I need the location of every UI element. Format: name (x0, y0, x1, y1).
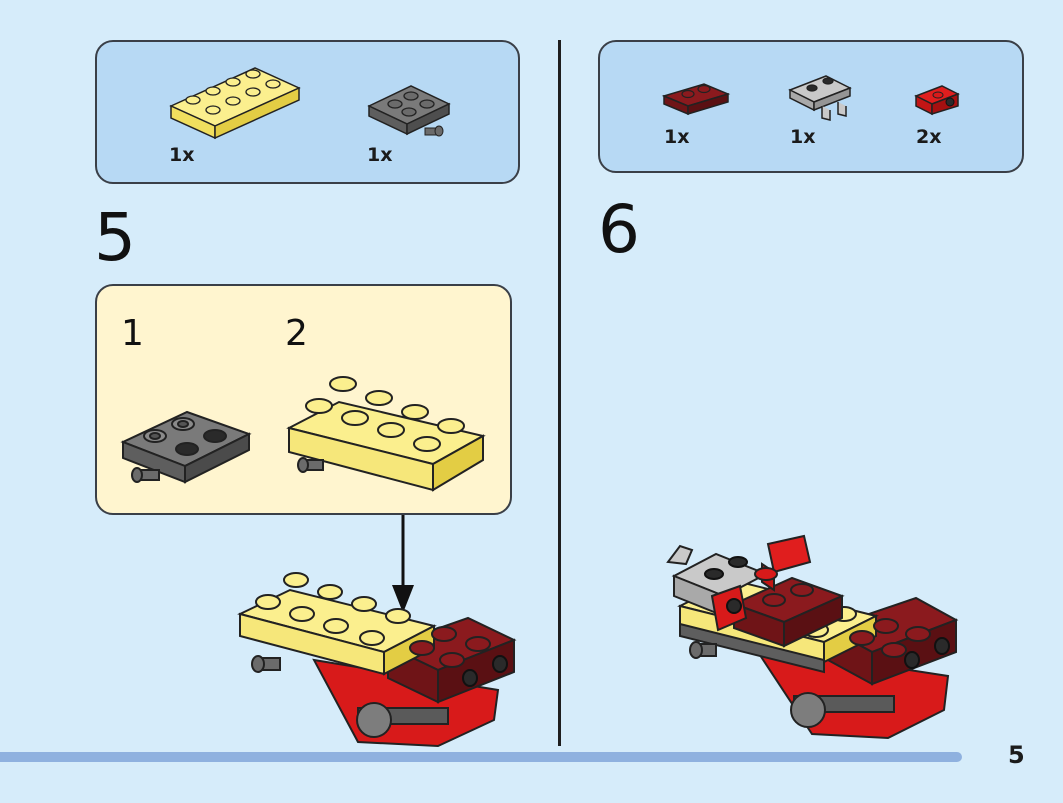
substep-1-wheel-holder-icon (120, 410, 252, 484)
column-divider (558, 40, 561, 746)
sub-assembly-box: 1 2 (95, 284, 512, 515)
step-6-model-icon (666, 534, 959, 740)
step-number: 6 (598, 191, 640, 268)
part-qty: 1x (367, 144, 393, 166)
parts-list-step-6: 1x 1x 2x (598, 40, 1024, 173)
part-qty: 2x (916, 126, 942, 148)
page-number: 5 (1008, 741, 1025, 769)
down-arrow-icon (392, 515, 414, 613)
dark-red-plate-1x2-icon (661, 83, 731, 116)
progress-bar (0, 752, 962, 762)
dark-gray-wheel-holder-icon (367, 85, 451, 137)
substep-2-yellow-plate-icon (286, 376, 486, 492)
substep-number: 2 (285, 313, 308, 354)
part-qty: 1x (790, 126, 816, 148)
step-5-model-icon (237, 572, 517, 748)
red-bracket-icon (914, 85, 960, 116)
step-number: 5 (94, 199, 136, 276)
substep-number: 1 (121, 313, 144, 354)
parts-list-step-5: 1x 1x (95, 40, 520, 184)
part-qty: 1x (664, 126, 690, 148)
part-qty: 1x (169, 144, 195, 166)
light-gray-clip-plate-icon (788, 75, 852, 121)
yellow-plate-2x4-icon (169, 67, 301, 140)
